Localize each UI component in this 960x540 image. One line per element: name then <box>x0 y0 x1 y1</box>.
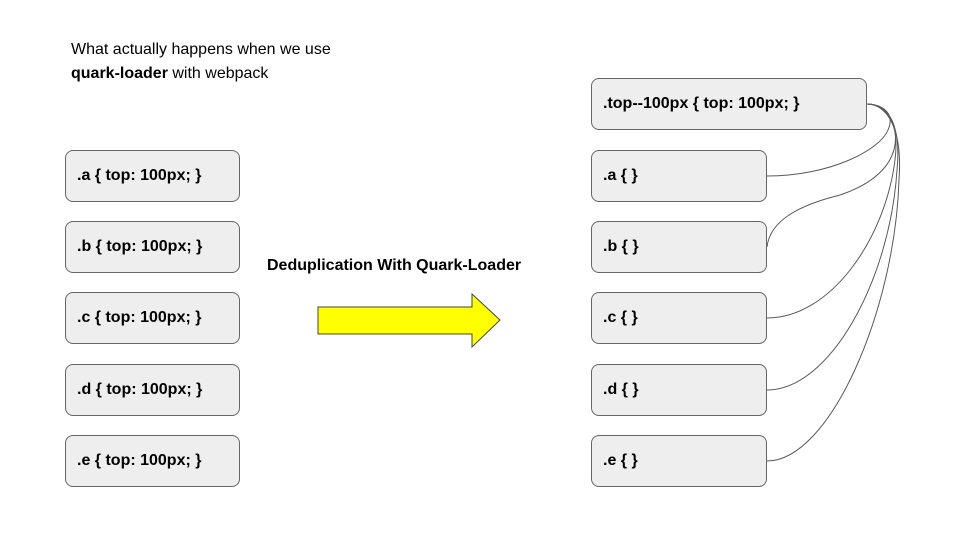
intro-bold-term: quark-loader <box>71 65 168 82</box>
intro-line-2-rest: with webpack <box>167 65 269 82</box>
intro-line-1: What actually happens when we use <box>71 41 331 58</box>
intro-text: What actually happens when we use quark-… <box>71 38 331 86</box>
intro-line-2: quark-loader with webpack <box>71 62 331 86</box>
left-rule-a: .a { top: 100px; } <box>65 150 240 202</box>
connector-a <box>766 103 891 177</box>
right-rule-c: .c { } <box>591 292 767 344</box>
left-rule-d: .d { top: 100px; } <box>65 364 240 416</box>
connector-d <box>766 103 899 391</box>
right-rule-a: .a { } <box>591 150 767 202</box>
arrow-label: Deduplication With Quark-Loader <box>267 257 522 274</box>
right-rule-d: .d { } <box>591 364 767 416</box>
left-rule-b: .b { top: 100px; } <box>65 221 240 273</box>
right-rule-e: .e { } <box>591 435 767 487</box>
left-rule-e: .e { top: 100px; } <box>65 435 240 487</box>
right-rule-b: .b { } <box>591 221 767 273</box>
dedup-arrow <box>317 292 501 349</box>
left-rule-c: .c { top: 100px; } <box>65 292 240 344</box>
connector-e <box>766 103 901 462</box>
connector-c <box>766 103 897 319</box>
shared-rule-box: .top--100px { top: 100px; } <box>591 78 867 130</box>
